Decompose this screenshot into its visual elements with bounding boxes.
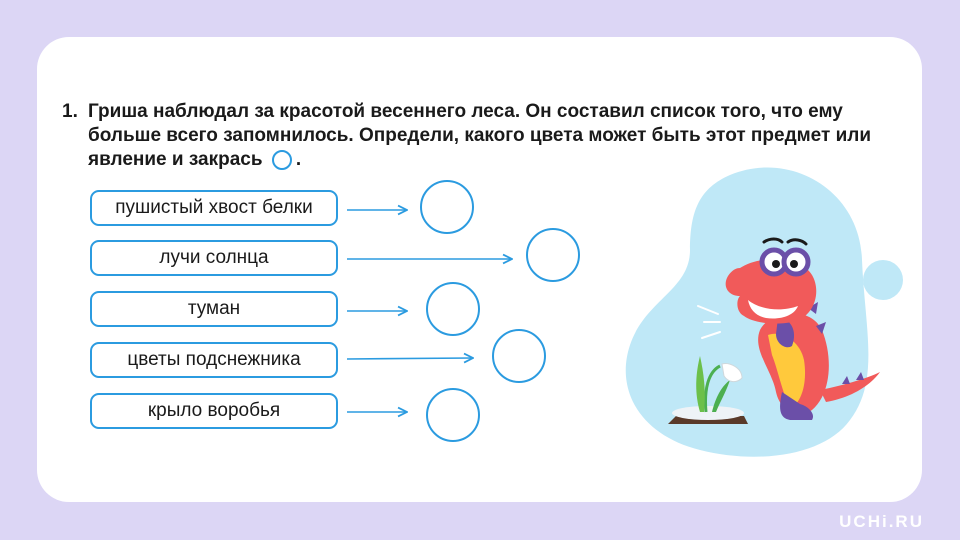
dinosaur-arm-icon [776,318,795,348]
item-squirrel-tail: пушистый хвост белки [90,190,338,226]
dinosaur-illustration [625,167,903,457]
task-text-main: Гриша наблюдал за красотой весеннего лес… [88,101,872,170]
snowdrop-leaf-icon [712,380,730,412]
snowdrop-leaf-icon [696,356,705,412]
item-label: цветы подснежника [127,349,301,370]
answer-circle-fog[interactable] [426,282,480,336]
arrow-right-icon [346,358,473,359]
item-label: туман [187,298,241,319]
snow-icon [672,406,744,420]
dinosaur-tail-icon [820,372,880,402]
task-text-end: . [295,149,302,170]
task-number: 1. [62,101,78,122]
circle-legend-icon [271,150,292,170]
item-label: пушистый хвост белки [115,197,313,218]
answer-circle-squirrel-tail[interactable] [420,180,474,234]
snowdrop-stem-icon [704,364,721,413]
task-text: Гриша наблюдал за красотой весеннего лес… [88,100,882,172]
item-label: крыло воробья [147,400,281,421]
surprise-lines-icon [697,305,721,339]
snowdrop-bloom-icon [721,363,743,383]
answer-circle-sun-rays[interactable] [526,228,580,282]
item-snowdrop-flowers: цветы подснежника [90,342,338,378]
item-fog: туман [90,291,338,327]
dinosaur-belly-icon [768,333,806,408]
item-sun-rays: лучи солнца [90,240,338,276]
uchi-ru-logo: UCHi.RU [839,512,924,531]
item-sparrow-wing: крыло воробья [90,393,338,429]
answer-circle-snowdrop-flowers[interactable] [492,329,546,383]
answer-circle-sparrow-wing[interactable] [426,388,480,442]
task-statement: 1. Гриша наблюдал за красотой весеннего … [62,100,882,172]
item-label: лучи солнца [159,247,269,268]
small-bubble-icon [863,260,903,300]
dinosaur-leg-icon [780,392,814,420]
